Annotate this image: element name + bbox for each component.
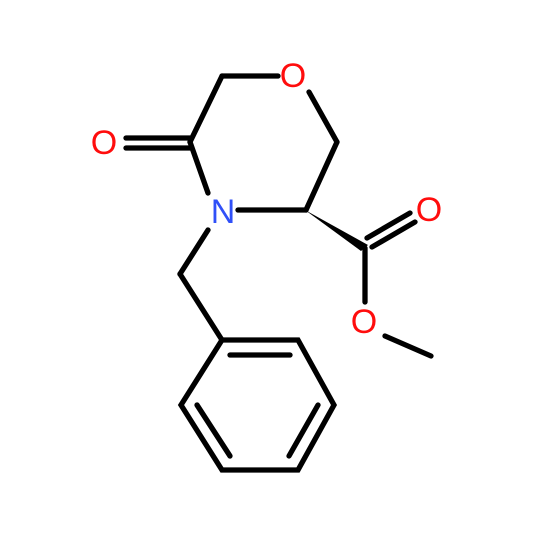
bond-c2-c3	[303, 139, 340, 213]
bond-n4-c5	[187, 139, 211, 196]
bond-c5-c6	[187, 73, 225, 145]
bond-ester-c-o-carbonyl-a	[364, 210, 413, 241]
bond-o1-c2	[306, 89, 340, 145]
bond-ch2-ph	[177, 271, 225, 343]
bond-o-methyl	[382, 333, 434, 359]
atom-label-oxygen-ester-carbonyl: O	[416, 191, 442, 229]
benzene-inner-bond-2	[286, 402, 321, 459]
benzene-ring	[177, 337, 338, 473]
bond-ester-c-o-carbonyl-b	[369, 219, 418, 250]
atom-label-nitrogen: N	[211, 193, 236, 231]
benzene-inner-bond-3	[194, 402, 233, 459]
stereo-wedge-bond	[305, 210, 368, 251]
atom-label-oxygen-ester: O	[351, 303, 377, 341]
atom-label-oxygen-ketone: O	[91, 124, 117, 162]
bond-n4-ch2	[177, 227, 211, 277]
atom-label-oxygen-ring: O	[280, 57, 306, 95]
